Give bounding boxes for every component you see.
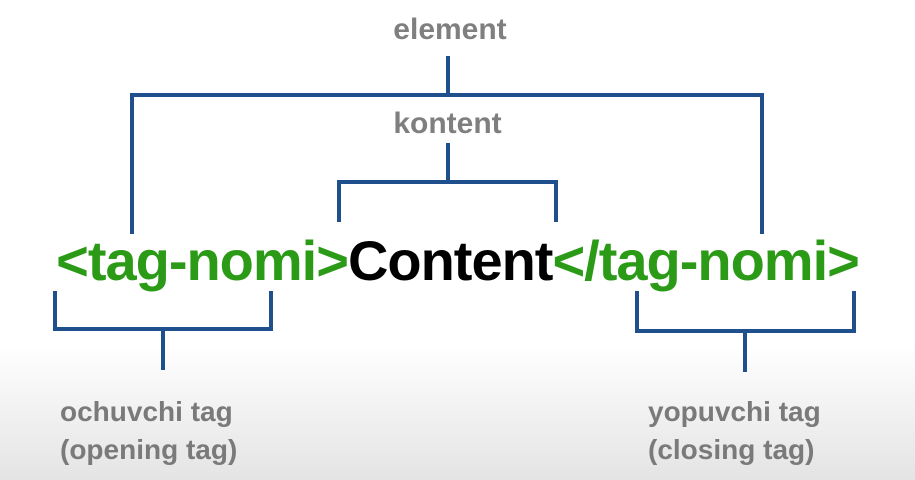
closing-tag-text: </tag-nomi> bbox=[552, 229, 859, 292]
element-label: element bbox=[393, 13, 507, 46]
closing-tag-note-line2: (closing tag) bbox=[648, 434, 815, 465]
opening-tag-note: ochuvchi tag (opening tag) bbox=[60, 393, 237, 469]
html-code-line: <tag-nomi>Content</tag-nomi> bbox=[0, 226, 915, 296]
closing-tag-note: yopuvchi tag (closing tag) bbox=[648, 393, 821, 469]
closing-tag-note-line1: yopuvchi tag bbox=[648, 396, 821, 427]
kontent-bracket bbox=[337, 180, 558, 222]
opening-tag-text: <tag-nomi> bbox=[56, 229, 349, 292]
closing-tag-bracket bbox=[635, 291, 856, 333]
opening-tag-note-line1: ochuvchi tag bbox=[60, 396, 233, 427]
opening-tag-bracket bbox=[53, 291, 273, 331]
opening-tag-note-line2: (opening tag) bbox=[60, 434, 238, 465]
kontent-label: kontent bbox=[393, 107, 502, 140]
content-text: Content bbox=[347, 229, 554, 292]
